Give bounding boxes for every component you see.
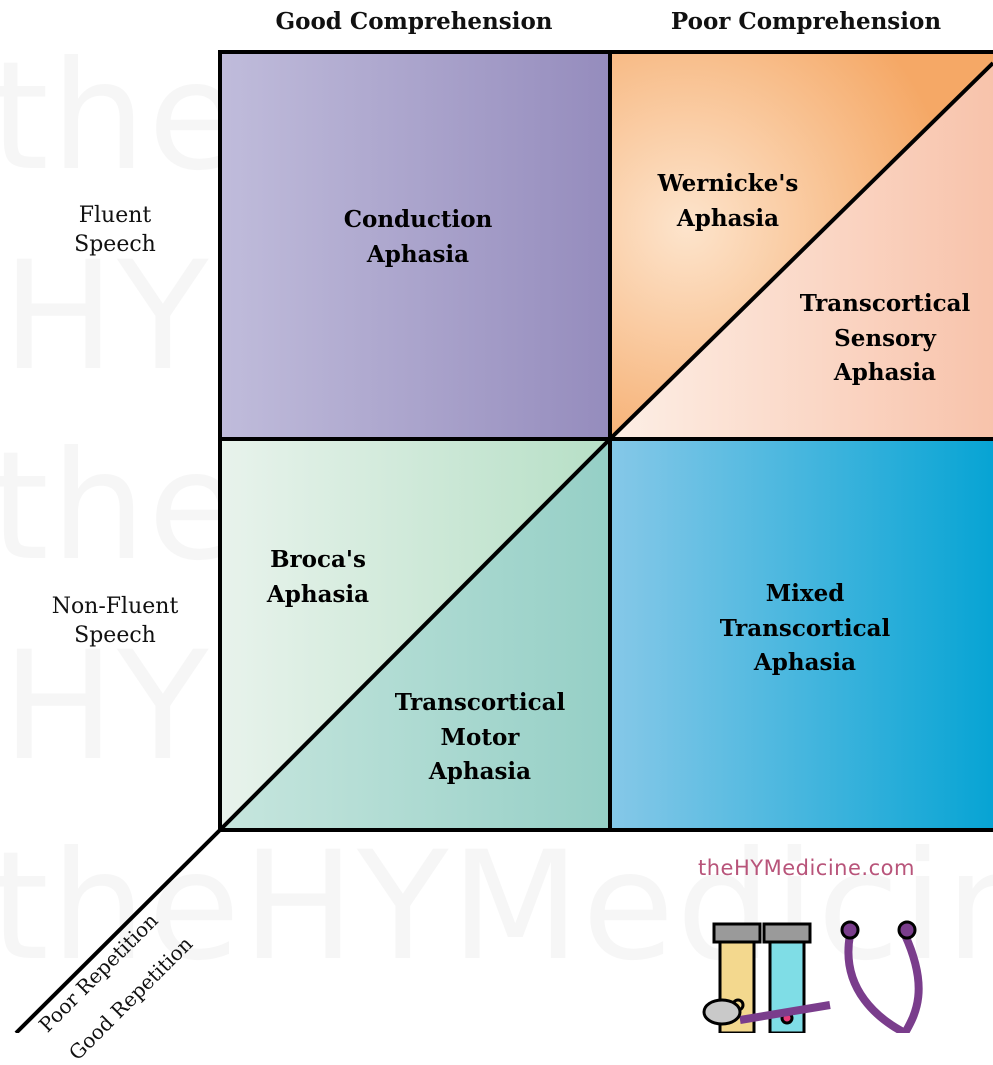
row-header-non-fluent-line2: Speech <box>74 622 156 648</box>
row-header-fluent-line1: Fluent <box>78 203 152 228</box>
transcortical-motor-line2: Motor <box>440 723 520 751</box>
conduction-line1: Conduction <box>343 206 493 233</box>
transcortical-motor-aphasia-label: Transcortical Motor Aphasia <box>375 686 585 790</box>
transcortical-sensory-line2: Sensory <box>834 324 936 352</box>
grid-svg <box>14 50 993 1033</box>
repetition-axis-line <box>14 828 222 1033</box>
wernicke-aphasia-label: Wernicke's Aphasia <box>638 167 818 236</box>
broca-aphasia-label: Broca's Aphasia <box>238 543 398 612</box>
row-header-non-fluent-line1: Non-Fluent <box>51 594 179 619</box>
conduction-line2: Aphasia <box>366 240 470 268</box>
diagonal-bottom-left <box>218 437 612 832</box>
row-header-non-fluent: Non-Fluent Speech <box>20 593 210 650</box>
conduction-aphasia-label: Conduction Aphasia <box>318 203 518 272</box>
wernicke-line2: Aphasia <box>676 204 780 232</box>
column-header-poor-comprehension: Poor Comprehension <box>670 8 942 35</box>
aphasia-diagram: theHYMedicine.com theHYMedicine.com theH… <box>14 8 993 1065</box>
column-header-good-comprehension: Good Comprehension <box>275 8 553 35</box>
brand-url: theHYMedicine.com <box>698 856 915 880</box>
row-header-fluent: Fluent Speech <box>20 202 210 259</box>
broca-line2: Aphasia <box>266 580 370 608</box>
test-tubes-stethoscope-icon <box>702 920 923 1033</box>
mixed-transcortical-aphasia-label: Mixed Transcortical Aphasia <box>700 577 910 681</box>
diagonal-top-right <box>608 61 993 441</box>
transcortical-sensory-line1: Transcortical <box>799 290 971 317</box>
mixed-transcortical-line3: Aphasia <box>753 649 857 676</box>
row-header-fluent-line2: Speech <box>74 231 156 257</box>
transcortical-sensory-aphasia-label: Transcortical Sensory Aphasia <box>780 287 990 391</box>
mixed-transcortical-line2: Transcortical <box>719 614 891 642</box>
transcortical-motor-line3: Aphasia <box>428 758 532 785</box>
broca-line1: Broca's <box>270 546 366 573</box>
wernicke-line1: Wernicke's <box>657 170 799 197</box>
transcortical-sensory-line3: Aphasia <box>833 359 937 386</box>
conduction-cell <box>220 52 610 439</box>
mixed-transcortical-cell <box>610 439 993 830</box>
transcortical-motor-line1: Transcortical <box>394 689 566 716</box>
mixed-transcortical-line1: Mixed <box>765 580 845 607</box>
